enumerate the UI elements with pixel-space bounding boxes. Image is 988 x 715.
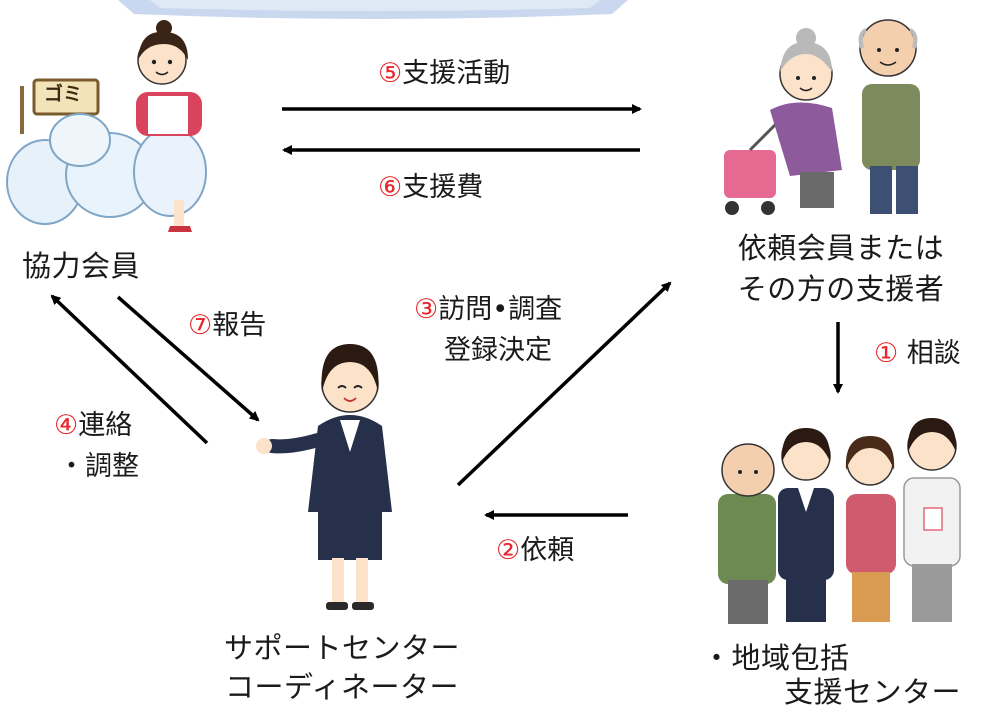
edge-text-line2: ・調整	[58, 451, 139, 483]
garbage-sign	[32, 78, 100, 116]
edge-text: 相談	[898, 338, 961, 369]
node-community-center: ・地域包括 支援センター	[702, 641, 962, 710]
coordinator-illustration	[256, 344, 392, 610]
edge-text: 支援活動	[402, 58, 511, 89]
edge-label-consult: ① 相談	[874, 338, 961, 369]
arrow-visit	[456, 281, 672, 487]
coordinator-line2: コーディネーター	[225, 670, 459, 705]
edge-text-line2: 登録決定	[444, 335, 552, 367]
elderly-couple-illustration	[724, 19, 920, 215]
edge-label-visit: ③訪問•調査 登録決定	[414, 294, 562, 366]
edge-text: 連絡	[78, 410, 133, 441]
garbage-worker-illustration	[6, 20, 207, 232]
coordinator-line1: サポートセンター	[223, 631, 460, 665]
community-center-line1: ・地域包括	[702, 641, 850, 675]
node-coordinator: サポートセンター コーディネーター	[208, 631, 476, 705]
edge-label-support-activity: ⑤支援活動	[378, 58, 510, 89]
edge-label-report: ⑦報告	[188, 310, 266, 341]
step-number: ④	[54, 410, 79, 441]
node-requesting-member: 依頼会員または その方の支援者	[716, 231, 966, 307]
edge-text: 報告	[212, 310, 267, 341]
edge-label-liaison: ④連絡 ・調整	[54, 410, 139, 482]
edge-text: 支援費	[402, 172, 484, 203]
community-staff-illustration	[718, 418, 961, 624]
step-number: ①	[874, 338, 899, 369]
step-number: ⑥	[378, 172, 403, 203]
edge-label-request: ②依頼	[496, 535, 574, 566]
garbage-sign-label: ゴミ	[44, 83, 83, 105]
top-banner	[118, 0, 628, 19]
requesting-member-line2: その方の支援者	[737, 272, 945, 307]
arrow-report	[116, 295, 260, 422]
community-center-line2: 支援センター	[784, 675, 962, 710]
node-cooperating-member: 協力会員	[22, 249, 141, 283]
edge-text: 訪問•調査	[438, 294, 563, 325]
step-number: ⑦	[188, 310, 213, 341]
requesting-member-line1: 依頼会員または	[737, 231, 945, 265]
arrow-liaison	[50, 294, 209, 445]
edge-text: 依頼	[520, 535, 575, 566]
step-number: ⑤	[378, 58, 403, 89]
step-number: ③	[414, 294, 439, 325]
edge-label-support-fee: ⑥支援費	[378, 172, 483, 203]
step-number: ②	[496, 535, 521, 566]
